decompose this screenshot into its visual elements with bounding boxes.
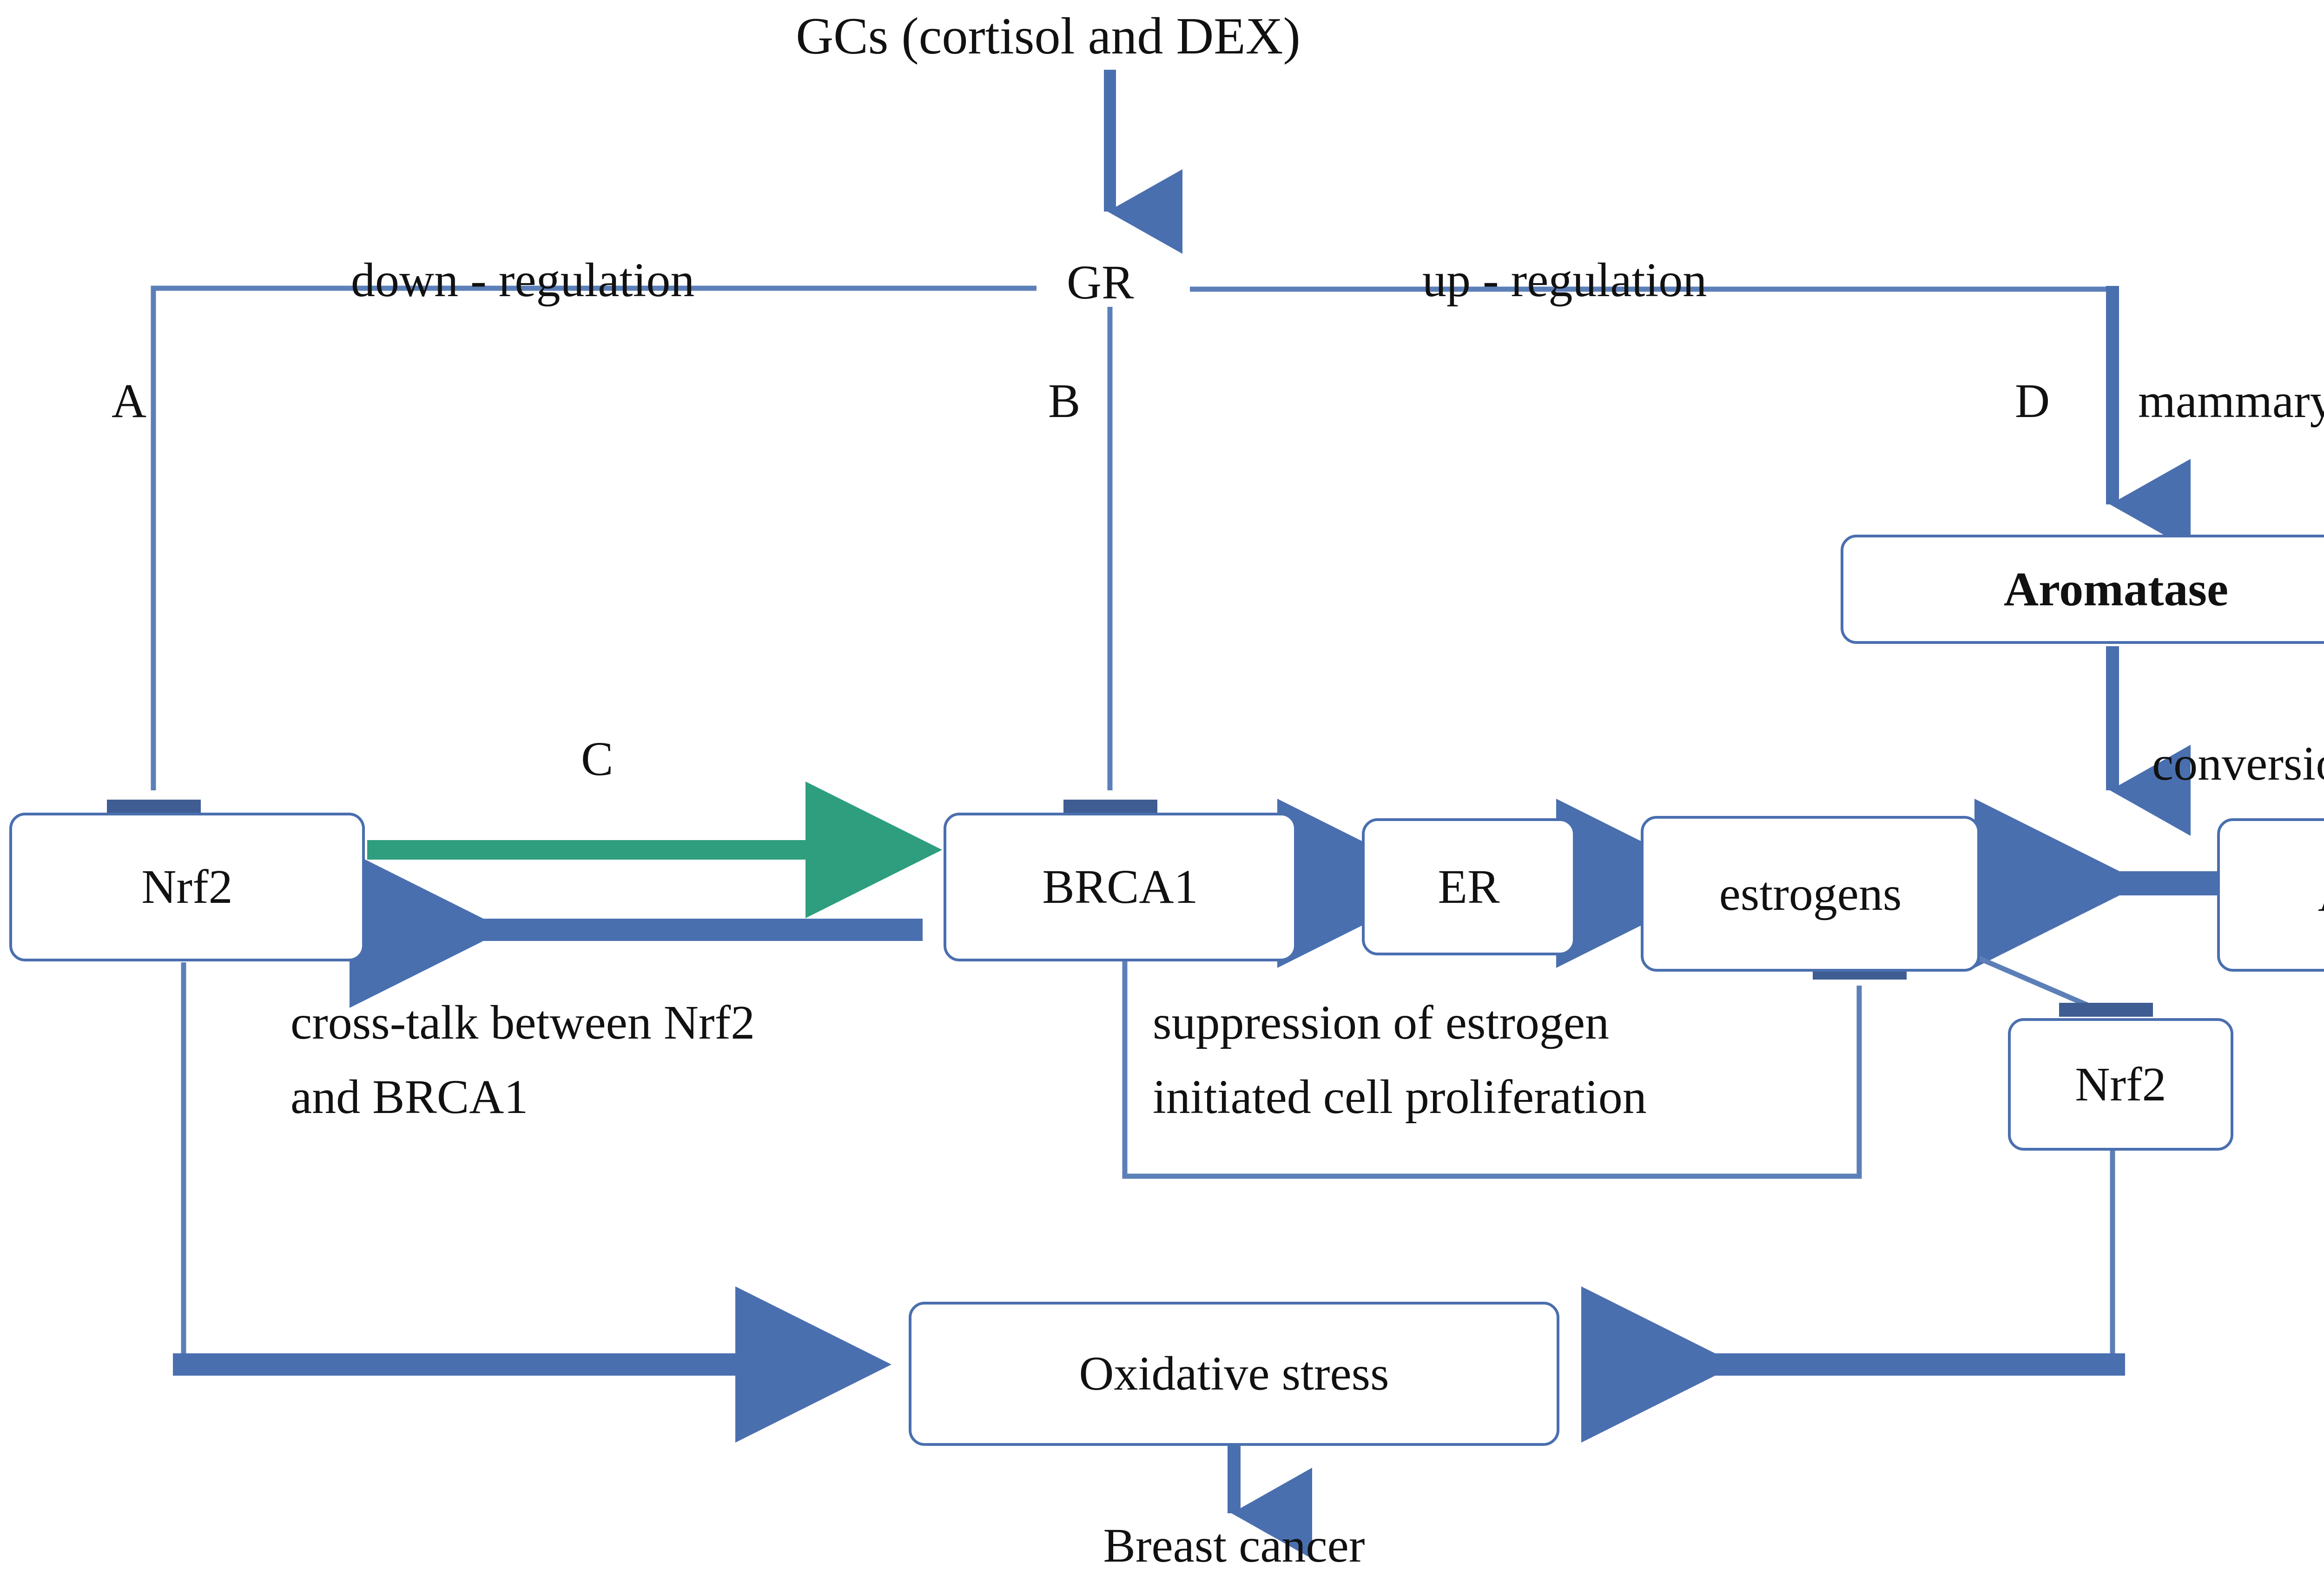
- node-androgens[interactable]: Androgens: [2217, 818, 2324, 972]
- annotation-suppression-line1: suppression of estrogen: [1153, 996, 1610, 1049]
- label-branch-a: A: [112, 374, 147, 428]
- line-gr-to-brca1: [1063, 307, 1157, 814]
- line-gr-up-regulation: [1190, 286, 2191, 550]
- label-conversion: conversion: [2152, 737, 2324, 790]
- node-nrf2-left[interactable]: Nrf2: [9, 813, 365, 961]
- node-aromatase[interactable]: Aromatase: [1841, 535, 2324, 644]
- node-gr: GR: [1067, 256, 1134, 309]
- node-oxidative-stress-label: Oxidative stress: [1079, 1347, 1389, 1400]
- arrow-nrf2-right-to-oxidative-stress: [1581, 1148, 2125, 1443]
- node-oxidative-stress[interactable]: Oxidative stress: [909, 1302, 1559, 1446]
- label-breast-cancer: Breast cancer: [1103, 1519, 1365, 1572]
- annotation-suppression-line2: initiated cell proliferation: [1153, 1070, 1647, 1124]
- line-estrogens-to-nrf2-right: [1976, 955, 2153, 1017]
- node-brca1-label: BRCA1: [1042, 860, 1198, 914]
- diagram-title: GCs (cortisol and DEX): [796, 7, 1301, 65]
- label-mammary-tissue: mammary tissue: [2138, 374, 2324, 428]
- node-er-label: ER: [1438, 860, 1500, 914]
- label-branch-c: C: [581, 732, 614, 786]
- line-gr-down-regulation: [107, 285, 1037, 814]
- node-nrf2-right-label: Nrf2: [2075, 1057, 2166, 1111]
- label-up-regulation: up - regulation: [1422, 253, 1707, 307]
- node-estrogens[interactable]: estrogens: [1641, 816, 1980, 972]
- node-er[interactable]: ER: [1362, 818, 1576, 955]
- annotation-crosstalk-line2: and BRCA1: [290, 1070, 528, 1124]
- node-aromatase-label: Aromatase: [2003, 562, 2229, 616]
- label-down-regulation: down - regulation: [351, 253, 695, 307]
- annotation-crosstalk-line1: cross-talk between Nrf2: [290, 996, 755, 1049]
- node-nrf2-left-label: Nrf2: [141, 860, 233, 914]
- node-androgens-label: Androgens: [2318, 871, 2324, 919]
- bracket-brca1-suppression: [1122, 960, 1907, 1179]
- label-branch-b: B: [1048, 374, 1081, 428]
- node-brca1[interactable]: BRCA1: [944, 813, 1297, 961]
- arrow-nrf2-left-to-oxidative-stress: [173, 962, 891, 1443]
- label-branch-d: D: [2015, 374, 2050, 428]
- node-nrf2-right[interactable]: Nrf2: [2008, 1018, 2233, 1151]
- node-estrogens-label: estrogens: [1719, 867, 1902, 921]
